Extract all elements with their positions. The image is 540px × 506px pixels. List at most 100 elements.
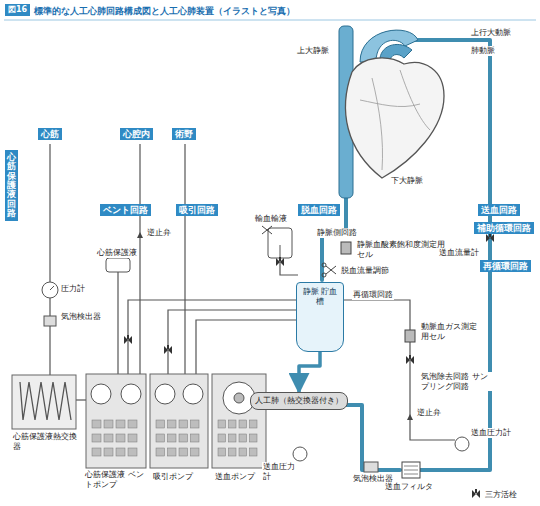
pump-console bbox=[116, 420, 125, 428]
circuit-tag: ベント回路 bbox=[100, 204, 151, 216]
pump-console bbox=[179, 448, 188, 456]
bubble-detector bbox=[364, 462, 378, 472]
pump-console bbox=[92, 448, 101, 456]
circuit-thin-lines bbox=[344, 300, 410, 350]
pump-console bbox=[183, 384, 203, 404]
pump-console bbox=[104, 420, 113, 428]
cardioplegia-bag bbox=[106, 258, 130, 272]
part-label: 脱血流量調節 bbox=[340, 266, 390, 276]
node-text: 術野 bbox=[175, 129, 193, 139]
pump-console bbox=[116, 434, 125, 442]
heat-exchanger bbox=[12, 375, 76, 429]
pump-console bbox=[239, 448, 247, 456]
pump-console bbox=[191, 434, 200, 442]
node-text: 再循環回路 bbox=[483, 261, 528, 271]
pump-console bbox=[218, 420, 226, 428]
circuit-tag: 術野 bbox=[172, 128, 196, 140]
part-label: 送血ポンプ bbox=[214, 472, 256, 482]
circuit-thin-lines bbox=[50, 144, 455, 440]
circuit-thin-lines bbox=[49, 326, 50, 378]
circuit-thin-lines bbox=[49, 144, 50, 282]
stopcock-symbol bbox=[470, 488, 482, 500]
pump-console bbox=[229, 434, 237, 442]
node-text: 脱血回路 bbox=[301, 205, 337, 215]
node-text: 心筋 bbox=[41, 129, 59, 139]
blood-tubes bbox=[246, 40, 490, 470]
pump-console bbox=[179, 420, 188, 428]
heart-illustration bbox=[345, 58, 444, 178]
circuit-thin-lines bbox=[128, 300, 296, 378]
transfusion-bag bbox=[268, 228, 292, 258]
sat-cell bbox=[405, 330, 415, 342]
heart-illustration bbox=[360, 30, 418, 62]
stopcock bbox=[406, 355, 414, 364]
pump-console bbox=[156, 434, 165, 442]
circuit-tag: 補助循環回路 bbox=[474, 222, 534, 234]
part-label: 逆止弁 bbox=[416, 408, 442, 418]
pump-console bbox=[128, 434, 137, 442]
circuit-thin-lines bbox=[410, 350, 455, 440]
pressure-gauge bbox=[42, 282, 58, 298]
part-label: 逆止弁 bbox=[146, 228, 172, 238]
part-label: 心筋保護液 bbox=[96, 248, 138, 258]
stopcock bbox=[276, 257, 284, 266]
pump-console bbox=[155, 384, 175, 404]
circuit-tag: 心筋 bbox=[38, 128, 62, 140]
heart-illustration bbox=[339, 26, 444, 198]
pump-console bbox=[218, 434, 226, 442]
pump-console bbox=[168, 448, 177, 456]
reservoir-box: 静脈 貯血槽 bbox=[296, 282, 344, 352]
pump-console bbox=[86, 374, 146, 468]
circuit-tag: 心腔内 bbox=[120, 128, 153, 140]
node-text: 心筋保護液回路 bbox=[7, 153, 16, 218]
pump-console bbox=[218, 448, 226, 456]
pump-console bbox=[104, 434, 113, 442]
pump-console bbox=[239, 434, 247, 442]
circuit-thin-lines bbox=[139, 144, 140, 376]
arterial-filter bbox=[402, 462, 420, 478]
heat-exchanger bbox=[20, 382, 71, 420]
pump-console bbox=[156, 420, 165, 428]
circuit-thin-lines bbox=[49, 298, 50, 316]
part-label: 吸引ポンプ bbox=[152, 472, 194, 482]
circuit-thin-lines bbox=[168, 310, 296, 378]
stopcock bbox=[486, 233, 494, 242]
pump-console bbox=[150, 374, 208, 468]
transfusion-bag bbox=[268, 228, 292, 258]
circuit-tag: 吸引回路 bbox=[176, 204, 218, 216]
node-text: 吸引回路 bbox=[179, 205, 215, 215]
pump-console bbox=[239, 420, 247, 428]
check-valve bbox=[137, 232, 143, 238]
pressure-gauge bbox=[42, 282, 58, 298]
part-label: 上行大動脈 bbox=[470, 28, 512, 38]
part-label: 静脈血酸素飽和度測定用セル bbox=[356, 240, 446, 259]
part-label: 静脈側回路 bbox=[316, 228, 358, 238]
part-label: 動脈血ガス測定用セル bbox=[420, 322, 482, 341]
header-rule bbox=[4, 20, 536, 21]
pump-console bbox=[128, 448, 137, 456]
pump-console bbox=[121, 384, 141, 404]
tube-clamp bbox=[262, 226, 272, 234]
part-label: 圧力計 bbox=[60, 284, 86, 294]
circuit-tag: 脱血回路 bbox=[298, 204, 340, 216]
part-label: 輸血輸液 bbox=[254, 214, 288, 224]
node-text: 静脈 貯血槽 bbox=[300, 287, 340, 306]
part-label: 送血フィルタ bbox=[384, 482, 434, 492]
pump-console bbox=[168, 420, 177, 428]
check-valve bbox=[407, 414, 413, 420]
part-label: 心筋保護液熱交換器 bbox=[12, 432, 78, 451]
node-text: ベント回路 bbox=[103, 205, 148, 215]
arterial-filter bbox=[402, 462, 420, 478]
figure-number: 図16 bbox=[5, 4, 30, 16]
pressure-gauge bbox=[293, 437, 469, 461]
pump-console bbox=[156, 448, 165, 456]
pump-console bbox=[250, 420, 258, 428]
oxygenator-box: 人工肺（熱交換器付き） bbox=[250, 392, 348, 410]
sat-cell bbox=[341, 242, 351, 254]
circuit-thin-lines bbox=[196, 320, 296, 378]
part-label: 心筋保護液 ベントポンプ bbox=[84, 470, 150, 489]
pump-console bbox=[212, 374, 266, 468]
part-label: 送血流量計 bbox=[438, 248, 484, 258]
part-label: 下大静脈 bbox=[390, 176, 424, 186]
transfusion-bag bbox=[280, 245, 281, 258]
